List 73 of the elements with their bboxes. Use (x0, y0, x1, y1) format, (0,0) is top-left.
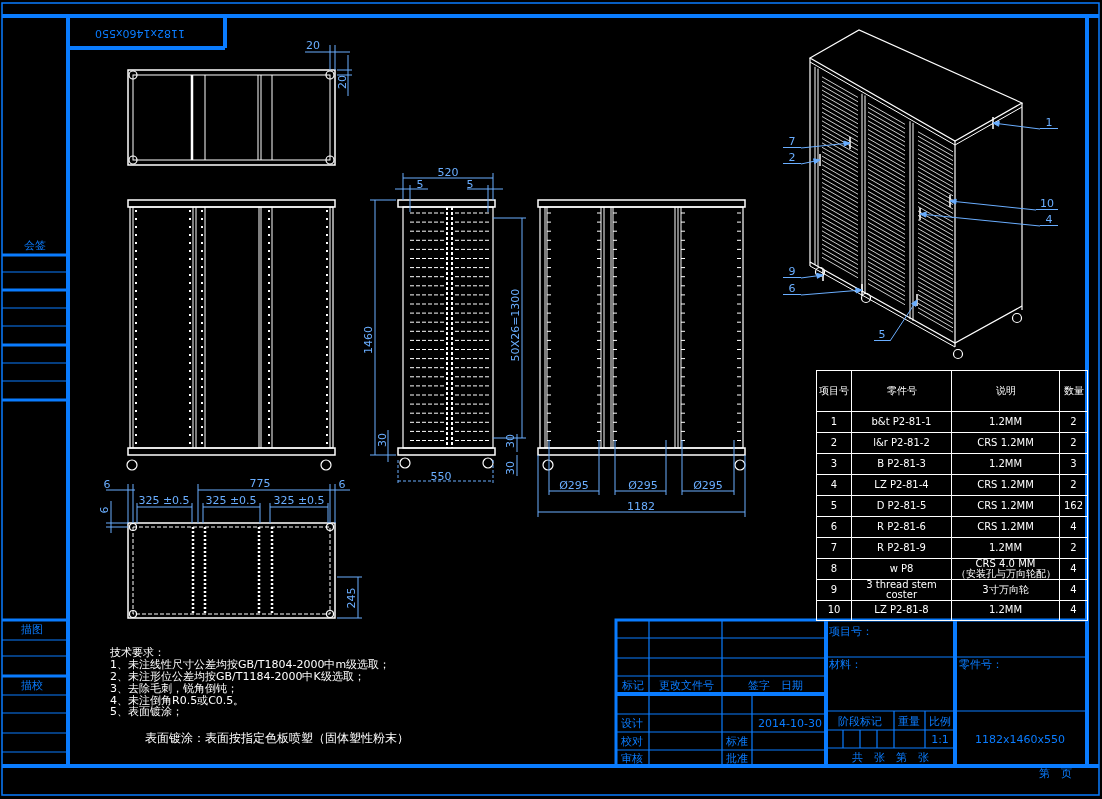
margin-label: 描图 (21, 623, 43, 635)
dimension-label: 245 (345, 587, 357, 609)
title-block-label: 项目号： (829, 625, 873, 637)
dimension-label: Ø295 (693, 479, 723, 491)
dimension-label: 520 (437, 166, 459, 178)
title-block-label: 阶段标记 (838, 715, 882, 727)
callout-number: 7 (783, 136, 801, 148)
dimension-label: 6 (103, 478, 111, 490)
callout-number: 10 (1036, 198, 1058, 210)
title-block-label: 签字 日期 (747, 679, 803, 691)
callout-number: 1 (1040, 117, 1058, 129)
dimension-label: 20 (336, 75, 348, 89)
title-block-label: 校对 (621, 735, 643, 747)
technical-note: 4、未注倒角R0.5或C0.5。 (110, 694, 245, 706)
title-block-label: 1:1 (931, 733, 949, 745)
leader-line (919, 211, 1041, 227)
dimension-label: Ø295 (628, 479, 658, 491)
title-block-label: 标准 (726, 735, 748, 747)
leader-line (800, 272, 824, 279)
leader-line (800, 158, 821, 165)
dimension-label: 50X26=1300 (509, 288, 521, 362)
title-block-label: 重量 (898, 715, 920, 727)
callout-number: 2 (783, 152, 801, 164)
title-block-label: 设计 (621, 717, 643, 729)
dimension-label: 325 ±0.5 (273, 494, 325, 506)
title-block-label: 审核 (621, 752, 643, 764)
note-heading: 技术要求： (110, 646, 165, 658)
callout-number: 4 (1040, 214, 1058, 226)
table-cell: 4 (1059, 600, 1088, 621)
title-block-label: 更改文件号 (658, 679, 714, 691)
title-block-label: 共 张 第 张 (851, 751, 929, 763)
title-block-label: 比例 (929, 715, 951, 727)
margin-label: 描校 (21, 679, 43, 691)
technical-note: 5、表面镀涂； (110, 705, 183, 717)
technical-note: 2、未注形位公差均按GB/T1184-2000中K级选取； (110, 670, 365, 682)
leader-line (800, 140, 851, 149)
dimension-label: 550 (430, 470, 452, 482)
technical-note: 1、未注线性尺寸公差均按GB/T1804-2000中m级选取； (110, 658, 391, 670)
table-cell: 数量 (1059, 370, 1088, 412)
table-cell: 项目号 (816, 370, 852, 412)
title-block-label: 标记 (622, 679, 644, 691)
dimension-label: 325 ±0.5 (205, 494, 257, 506)
mirrored-title-text: 1182x1460x550 (95, 27, 185, 39)
title-block-label: 零件号： (959, 658, 1003, 670)
leader-line (889, 299, 918, 342)
margin-label: 会签 (24, 239, 46, 251)
dimension-label: 5 (466, 178, 474, 190)
dimension-label: 30 (376, 433, 388, 447)
title-block-label: 材料： (829, 658, 862, 670)
title-block-label: 1182x1460x550 (975, 733, 1065, 745)
leader-line (949, 198, 1037, 211)
dimension-label: Ø295 (559, 479, 589, 491)
dimension-label: 20 (306, 39, 320, 51)
callout-number: 5 (874, 329, 890, 341)
dimension-label: 6 (98, 506, 110, 514)
page-label: 第 页 (1038, 767, 1072, 779)
dimension-label: 325 ±0.5 (138, 494, 190, 506)
callout-number: 6 (783, 283, 801, 295)
table-cell: 10 (816, 600, 852, 621)
title-block-label: 2014-10-30 (758, 717, 822, 729)
technical-note: 3、去除毛刺，锐角倒钝； (110, 682, 238, 694)
dimension-label: 1182 (627, 500, 655, 512)
dimension-label: 775 (249, 477, 271, 489)
dimension-label: 1460 (362, 326, 374, 354)
leader-line (992, 120, 1041, 130)
title-block-label: 批准 (726, 752, 748, 764)
callout-number: 9 (783, 266, 801, 278)
dimension-label: 30 (504, 461, 516, 475)
dimension-label: 5 (416, 178, 424, 190)
leader-line (800, 287, 863, 296)
surface-finish-note: 表面镀涂：表面按指定色板喷塑（固体塑性粉末） (145, 732, 409, 744)
dimension-label: 6 (338, 478, 346, 490)
dimension-label: 30 (504, 434, 516, 448)
